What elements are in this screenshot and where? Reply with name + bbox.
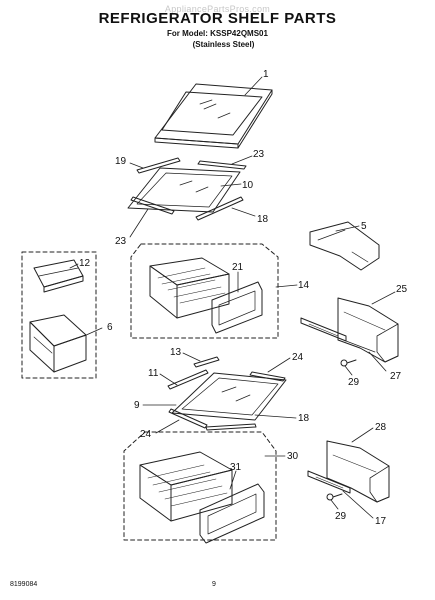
trim-strip-19	[136, 157, 181, 174]
leader-24a	[267, 357, 291, 373]
lower-crisper-group	[123, 431, 277, 544]
label-part-18-lower: 18	[298, 413, 310, 424]
document-number: 8199084	[10, 581, 38, 588]
glass-shelf-middle	[127, 167, 241, 213]
label-part-23-bottom: 23	[115, 236, 127, 247]
label-part-6: 6	[107, 322, 113, 333]
leader-19	[129, 162, 144, 169]
label-part-1: 1	[263, 69, 269, 80]
leader-18b	[254, 414, 297, 419]
trim-strip-24-top	[249, 371, 286, 382]
label-part-11: 11	[148, 368, 159, 379]
label-part-21: 21	[232, 262, 244, 273]
label-part-14: 14	[298, 280, 310, 291]
label-part-28: 28	[375, 422, 387, 433]
leader-29b	[330, 499, 339, 510]
upper-crisper-group	[130, 243, 279, 339]
label-part-25: 25	[396, 284, 408, 295]
label-part-31: 31	[230, 462, 242, 473]
leader-12	[69, 263, 79, 269]
leader-14	[275, 284, 298, 288]
label-part-30: 30	[287, 451, 299, 462]
page-number: 9	[212, 581, 216, 588]
slide-rail-27	[300, 317, 376, 353]
trim-strip-23-bottom	[130, 196, 175, 215]
crisper-drawer-lower	[139, 451, 233, 522]
dairy-bin-lid	[33, 259, 84, 293]
leader-10	[220, 183, 242, 187]
label-part-24-bottom: 24	[140, 429, 152, 440]
leader-31	[229, 470, 237, 490]
glass-shelf-lower	[171, 372, 287, 421]
slide-rail-17	[307, 470, 351, 494]
label-part-12: 12	[79, 258, 91, 269]
glass-shelf-assembly-top	[154, 83, 273, 149]
screw-29-lower	[326, 493, 343, 501]
leader-13	[182, 352, 201, 362]
leader-23b	[129, 208, 149, 238]
leader-28	[351, 427, 374, 443]
watermark: AppliancePartsPros.com	[164, 4, 271, 14]
label-part-23-top: 23	[253, 149, 265, 160]
screw-29-upper	[340, 359, 357, 367]
label-part-24-top: 24	[292, 352, 304, 363]
label-part-27: 27	[390, 371, 402, 382]
leader-24b	[155, 419, 180, 434]
leader-1	[244, 76, 263, 96]
leader-lines	[69, 76, 396, 519]
trim-strip-13	[193, 356, 220, 368]
dairy-bin-group	[21, 251, 97, 379]
trim-strip-11	[167, 369, 209, 390]
label-part-17: 17	[375, 516, 387, 527]
leader-27	[368, 351, 387, 372]
label-part-5: 5	[361, 221, 367, 232]
model-line: For Model: KSSP42QMS01	[167, 29, 268, 38]
leader-23a	[231, 155, 253, 165]
trim-strip-18	[195, 196, 244, 221]
slide-cover-25	[337, 297, 399, 363]
crisper-front-panel-21	[211, 281, 263, 334]
crisper-front-panel-31	[199, 483, 265, 544]
label-part-29-upper: 29	[348, 377, 360, 388]
label-part-10: 10	[242, 180, 254, 191]
cover-part-5	[309, 221, 380, 271]
label-part-19: 19	[115, 156, 127, 167]
label-part-9: 9	[134, 400, 140, 411]
trim-strip-18-lower	[205, 423, 257, 431]
label-part-13: 13	[170, 347, 182, 358]
finish-line: (Stainless Steel)	[192, 40, 255, 49]
slide-cover-28	[326, 440, 390, 503]
page-title: REFRIGERATOR SHELF PARTS	[98, 10, 337, 27]
trim-strip-24-bottom	[168, 408, 208, 429]
leader-17	[342, 490, 374, 519]
leader-18a	[231, 207, 256, 217]
crisper-drawer-upper	[149, 257, 230, 319]
leader-29a	[344, 365, 353, 376]
trim-strip-23-top	[197, 160, 247, 170]
dairy-bin	[29, 314, 87, 373]
leader-6	[83, 327, 103, 337]
leader-5	[335, 225, 360, 232]
label-part-29-lower: 29	[335, 511, 347, 522]
leader-11	[159, 373, 178, 386]
label-part-18-top: 18	[257, 214, 269, 225]
leader-25	[371, 291, 396, 305]
